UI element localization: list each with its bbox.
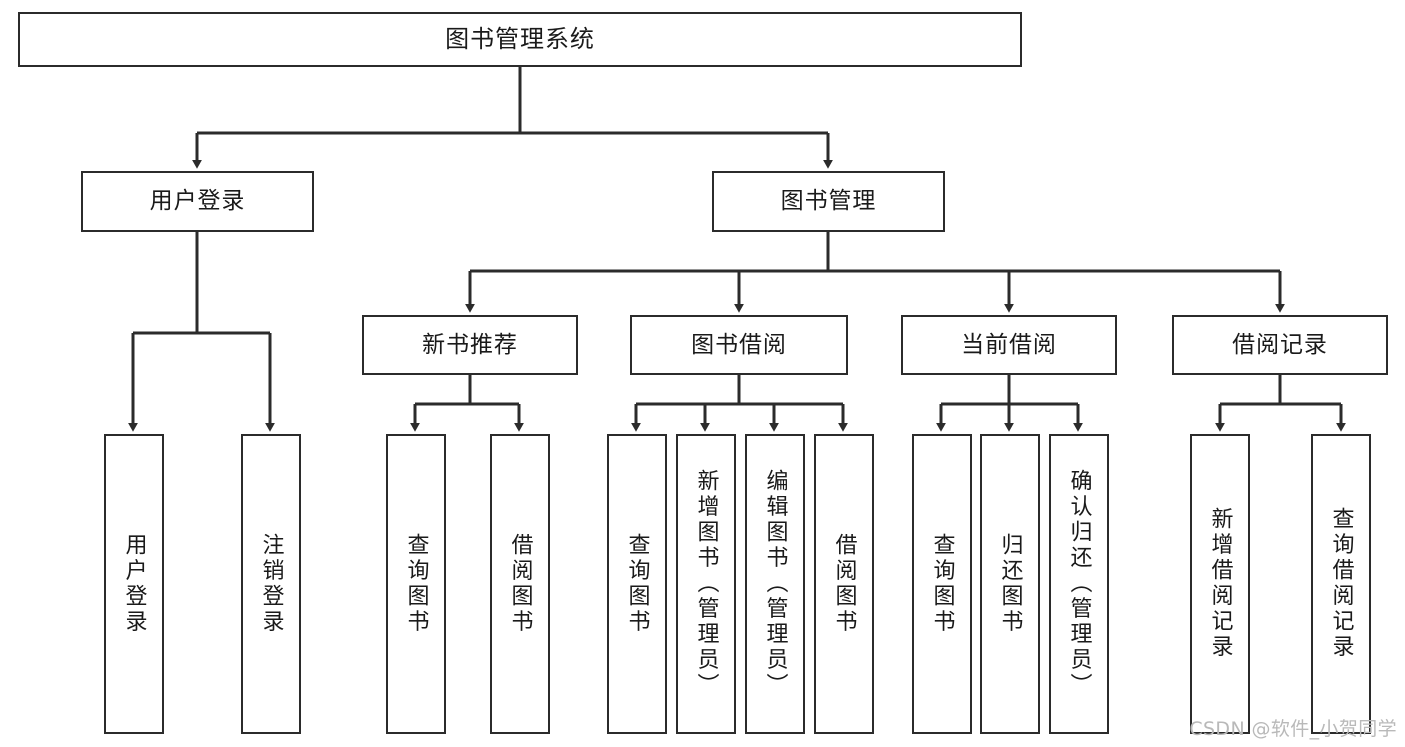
node-label: 查询图书 [403,532,429,636]
node-leaf-query-book-newbook[interactable]: 查询图书 [386,434,446,734]
node-root-book-management-system[interactable]: 图书管理系统 [18,12,1022,67]
node-label: 借阅图书 [507,532,533,636]
node-leaf-logout[interactable]: 注销登录 [241,434,301,734]
node-leaf-add-book-admin[interactable]: 新增图书（管理员） [676,434,736,734]
node-current-borrow[interactable]: 当前借阅 [901,315,1117,375]
node-label: 新书推荐 [422,331,518,358]
node-label: 查询图书 [624,532,650,636]
watermark: CSDN @软件_小贺同学 [1189,718,1397,740]
node-label: 注销登录 [258,532,284,636]
node-leaf-return-book[interactable]: 归还图书 [980,434,1040,734]
node-user-login[interactable]: 用户登录 [81,171,314,232]
node-label: 当前借阅 [961,331,1057,358]
node-label: 编辑图书（管理员） [762,469,788,699]
node-label: 借阅图书 [831,532,857,636]
node-leaf-query-borrow-record[interactable]: 查询借阅记录 [1311,434,1371,734]
node-leaf-query-book-borrow[interactable]: 查询图书 [607,434,667,734]
node-label: 新增图书（管理员） [693,469,719,699]
node-label: 归还图书 [997,532,1023,636]
node-label: 图书管理 [780,188,877,215]
node-label: 图书借阅 [691,331,787,358]
node-label: 图书管理系统 [445,24,595,53]
node-label: 用户登录 [121,532,147,636]
node-leaf-confirm-return-admin[interactable]: 确认归还（管理员） [1049,434,1109,734]
node-leaf-user-login[interactable]: 用户登录 [104,434,164,734]
node-label: 新增借阅记录 [1207,507,1233,661]
node-label: 查询图书 [929,532,955,636]
node-leaf-borrow-book-newbook[interactable]: 借阅图书 [490,434,550,734]
node-new-book-recommend[interactable]: 新书推荐 [362,315,578,375]
node-book-management[interactable]: 图书管理 [712,171,945,232]
node-label: 用户登录 [149,188,246,215]
node-book-borrow[interactable]: 图书借阅 [630,315,848,375]
node-leaf-edit-book-admin[interactable]: 编辑图书（管理员） [745,434,805,734]
node-leaf-add-borrow-record[interactable]: 新增借阅记录 [1190,434,1250,734]
node-label: 确认归还（管理员） [1066,469,1092,699]
node-leaf-borrow-book[interactable]: 借阅图书 [814,434,874,734]
node-borrow-record[interactable]: 借阅记录 [1172,315,1388,375]
node-label: 查询借阅记录 [1328,507,1354,661]
node-label: 借阅记录 [1232,331,1328,358]
node-leaf-query-book-current[interactable]: 查询图书 [912,434,972,734]
